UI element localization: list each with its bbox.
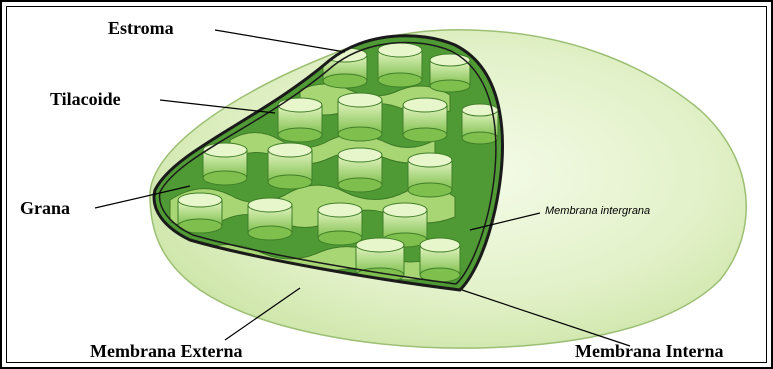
label-estroma: Estroma [108,18,174,39]
label-membrana-interna: Membrana Interna [575,341,723,362]
leader-estroma [215,30,345,52]
label-membrana-externa: Membrana Externa [90,341,242,362]
label-tilacoide: Tilacoide [50,89,121,110]
label-grana: Grana [20,198,70,219]
label-membrana-intergrana: Membrana intergrana [545,205,650,217]
